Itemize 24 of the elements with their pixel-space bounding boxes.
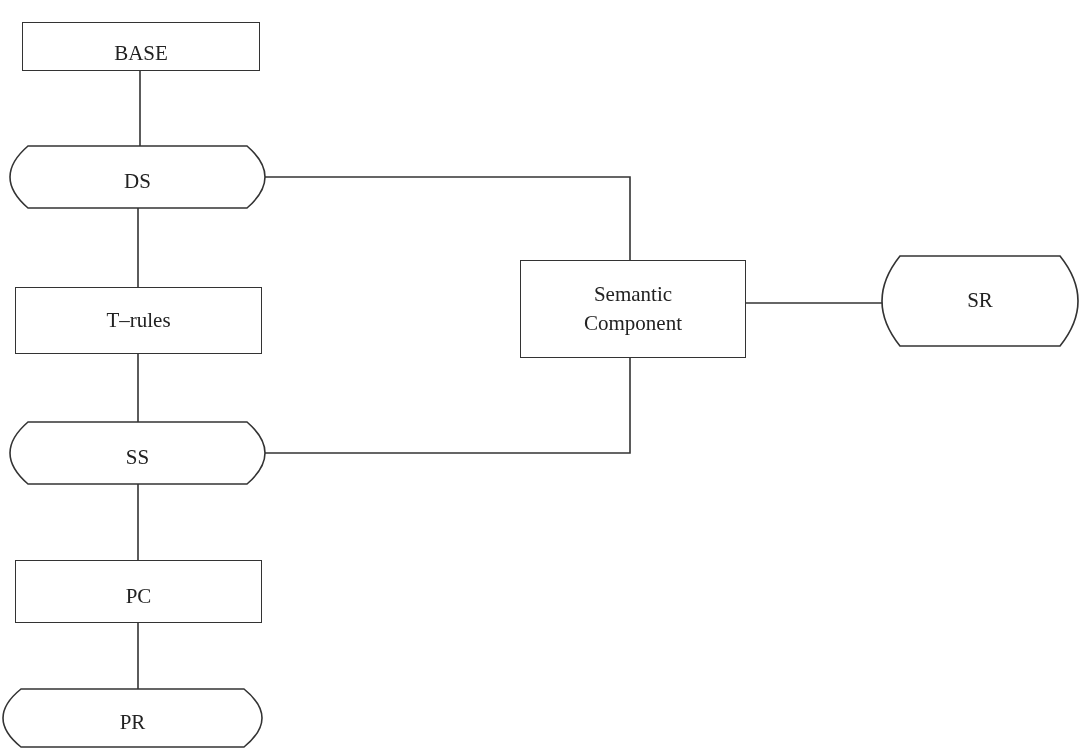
connector-line: [139, 70, 141, 147]
connector-line: [264, 176, 631, 261]
node-label: PR: [119, 709, 146, 737]
connector-line: [137, 353, 139, 423]
node-label: SR: [967, 287, 993, 315]
terminal-shape: [3, 689, 262, 747]
node-label: BASE: [114, 39, 168, 67]
connector-line: [137, 622, 139, 690]
process-box: [22, 22, 260, 71]
node-label: SS: [125, 444, 150, 472]
connector-line: [137, 483, 139, 561]
terminal-shape: [882, 256, 1078, 346]
process-box: [15, 287, 262, 354]
terminal-shape: [10, 146, 265, 208]
node-label: T–rules: [106, 306, 171, 334]
node-label: PC: [125, 582, 152, 610]
connector-line: [745, 302, 883, 304]
connector-line: [264, 357, 631, 454]
node-label: DS: [124, 168, 151, 196]
connector-line: [137, 207, 139, 288]
terminal-shape: [10, 422, 265, 484]
process-box: [15, 560, 262, 623]
node-label: Semantic Component: [583, 280, 683, 337]
process-box: [520, 260, 746, 358]
